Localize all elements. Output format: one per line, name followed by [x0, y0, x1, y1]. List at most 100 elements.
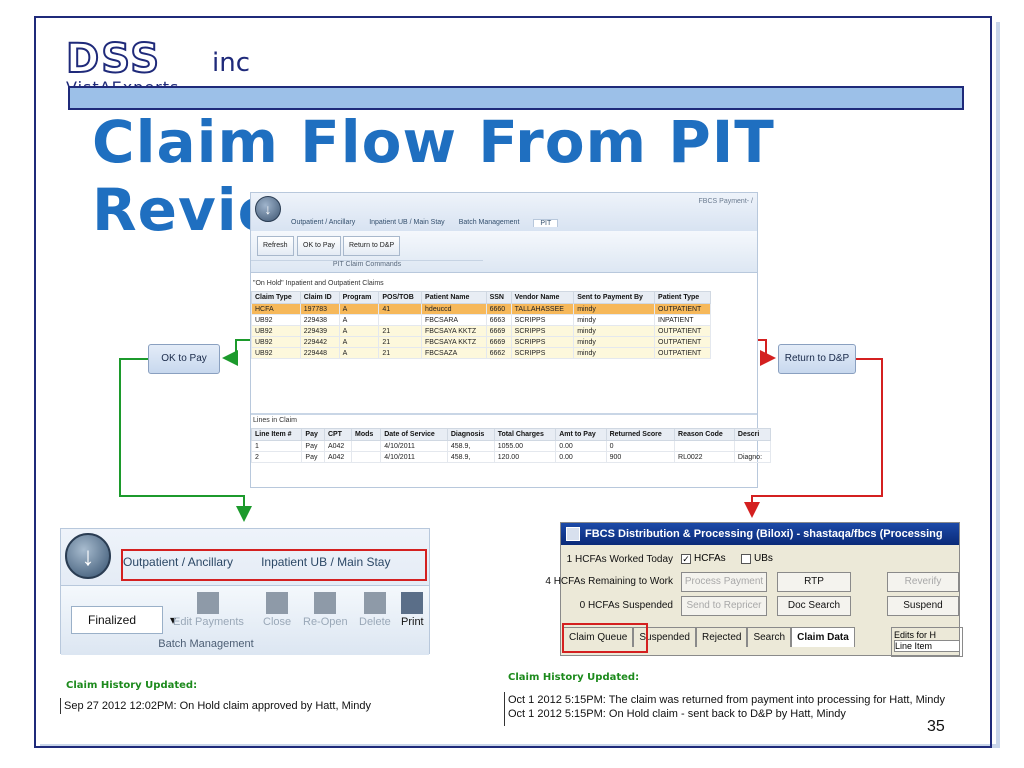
table-cell: 2 [250, 451, 303, 463]
doc-search-button[interactable]: Doc Search [777, 596, 851, 616]
status-dropdown[interactable]: Finalized ▾ [71, 606, 176, 634]
lines-column-header[interactable]: Mods [350, 428, 382, 441]
ubs-checkbox[interactable]: UBs [741, 553, 773, 564]
lines-column-header[interactable]: Descri [733, 428, 772, 441]
return-to-dp-button[interactable]: Return to D&P [343, 236, 401, 256]
app-title: FBCS Payment- / [698, 198, 753, 205]
distribution-processing-window: FBCS Distribution & Processing (Biloxi) … [545, 522, 963, 657]
claims-column-header[interactable]: Program [338, 291, 380, 304]
hcfas-checkbox[interactable]: ✓HCFAs [681, 553, 726, 564]
lines-caption: Lines in Claim [253, 417, 297, 424]
lines-column-header[interactable]: CPT [323, 428, 352, 441]
history-right-title: Claim History Updated: [508, 672, 640, 683]
claims-column-header[interactable]: Vendor Name [510, 291, 575, 304]
batch-management-screen: ↓ Outpatient / Ancillary Inpatient UB / … [60, 528, 430, 655]
table-cell: 21 [378, 325, 423, 337]
ubs-label: UBs [754, 553, 773, 564]
suspend-button[interactable]: Suspend [887, 596, 959, 616]
tab-suspended[interactable]: Suspended [633, 627, 696, 647]
remaining-label: 4 HCFAs Remaining to Work [545, 576, 673, 587]
tab-inpatient[interactable]: Inpatient UB / Main Stay [261, 555, 391, 569]
tab-outpatient[interactable]: Outpatient / Ancillary [123, 555, 234, 569]
pit-review-screen: ↓ FBCS Payment- / Outpatient / Ancillary… [250, 192, 772, 488]
table-cell: A042 [323, 451, 352, 463]
print-button[interactable]: Print [401, 592, 424, 628]
tab-rejected[interactable]: Rejected [695, 627, 748, 647]
lines-column-header[interactable]: Pay [301, 428, 325, 441]
tab-outpatient[interactable]: Outpatient / Ancillary [291, 219, 356, 226]
claims-column-header[interactable]: SSN [485, 291, 512, 304]
lines-column-header[interactable]: Diagnosis [446, 428, 495, 441]
table-cell: 6669 [485, 336, 512, 348]
delete-button[interactable]: Delete [359, 592, 391, 628]
close-button[interactable]: Close [263, 592, 291, 628]
table-cell [378, 314, 423, 326]
return-to-dp-flow-box: Return to D&P [778, 344, 856, 374]
claims-column-header[interactable]: Patient Type [654, 291, 711, 304]
tab-claim-data[interactable]: Claim Data [791, 627, 855, 647]
table-cell: OUTPATIENT [654, 325, 711, 337]
process-payment-button[interactable]: Process Payment [681, 572, 767, 592]
empty-checkbox-icon [741, 553, 751, 564]
lines-column-header[interactable]: Total Charges [493, 428, 557, 441]
claims-column-header[interactable]: Patient Name [421, 291, 487, 304]
table-cell: A [338, 314, 380, 326]
claims-column-header[interactable]: Claim ID [299, 291, 340, 304]
history-right-line-2: Oct 1 2012 5:15PM: On Hold claim - sent … [508, 708, 846, 720]
send-to-repricer-button[interactable]: Send to Repricer [681, 596, 767, 616]
tab-batch-management[interactable]: Batch Management [458, 219, 520, 226]
delete-label: Delete [359, 616, 391, 628]
app-menu-icon[interactable]: ↓ [255, 196, 281, 222]
table-cell: 229439 [299, 325, 340, 337]
table-cell: SCRIPPS [510, 336, 575, 348]
table-cell [350, 440, 382, 452]
rtp-button[interactable]: RTP [777, 572, 851, 592]
history-left-line: Sep 27 2012 12:02PM: On Hold claim appro… [64, 700, 371, 712]
table-cell: 458.9, [446, 440, 495, 452]
close-label: Close [263, 616, 292, 628]
reopen-button[interactable]: Re-Open [303, 592, 348, 628]
refresh-button[interactable]: Refresh [257, 236, 294, 256]
claims-column-header[interactable]: Claim Type [251, 291, 301, 304]
table-cell: RL0022 [674, 451, 735, 463]
reverify-button[interactable]: Reverify [887, 572, 959, 592]
edits-panel: Edits for H Line Item [891, 627, 963, 657]
table-cell: A [338, 303, 380, 315]
window-title: FBCS Distribution & Processing (Biloxi) … [585, 528, 943, 540]
app-menu-icon[interactable]: ↓ [65, 533, 111, 579]
claims-column-header[interactable]: POS/TOB [378, 291, 423, 304]
lines-column-header[interactable]: Line Item # [250, 428, 303, 441]
tab-inpatient[interactable]: Inpatient UB / Main Stay [369, 219, 445, 226]
remaining-row: 4 HCFAs Remaining to Work Process Paymen… [545, 571, 959, 593]
table-cell: 6662 [485, 347, 512, 359]
lines-column-header[interactable]: Amt to Pay [555, 428, 607, 441]
table-cell: UB92 [251, 336, 301, 348]
table-cell: 458.9, [446, 451, 495, 463]
claims-column-header[interactable]: Sent to Payment By [573, 291, 656, 304]
table-cell: FBCSAZA [421, 347, 487, 359]
table-cell: Diagno: [733, 451, 772, 463]
lines-column-header[interactable]: Reason Code [674, 428, 735, 441]
table-cell: OUTPATIENT [654, 303, 711, 315]
table-cell: FBCSAYA KKTZ [421, 325, 487, 337]
lines-column-header[interactable]: Date of Service [380, 428, 448, 441]
grid-splitter[interactable] [251, 413, 757, 415]
ok-to-pay-button[interactable]: OK to Pay [297, 236, 341, 256]
edit-payments-button[interactable]: Edit Payments [173, 592, 244, 628]
table-cell: UB92 [251, 314, 301, 326]
lines-column-header[interactable]: Returned Score [605, 428, 676, 441]
tab-search[interactable]: Search [747, 627, 792, 647]
table-cell: FBCSAYA KKTZ [421, 336, 487, 348]
tab-pit[interactable]: PIT [533, 219, 559, 227]
table-cell: 120.00 [493, 451, 557, 463]
table-cell: 6669 [485, 325, 512, 337]
